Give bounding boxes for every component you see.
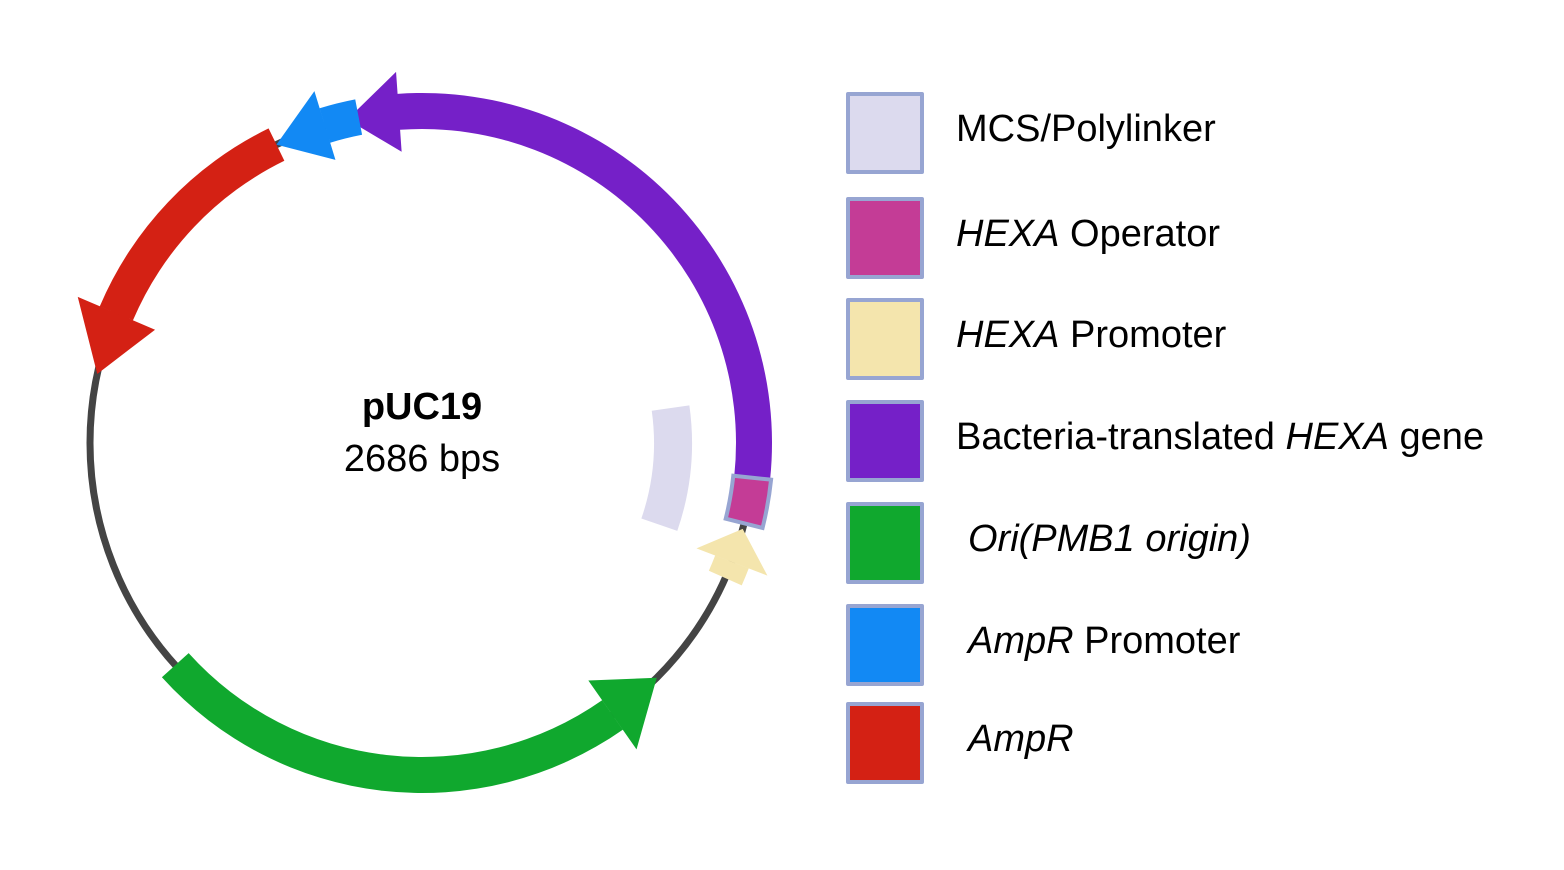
legend-swatch bbox=[846, 502, 924, 584]
feature-hexa-gene-arrow bbox=[347, 71, 772, 480]
feature-hexa-promoter-arrow bbox=[696, 528, 768, 586]
feature-ori-arrow bbox=[161, 653, 657, 793]
legend-item-ampr: AmpR bbox=[846, 702, 1546, 784]
legend-item-hexa-operator: HEXA Operator bbox=[846, 197, 1546, 279]
feature-ampr-promoter-arrow bbox=[276, 91, 363, 160]
legend-label: AmpR bbox=[968, 718, 1074, 760]
legend-swatch bbox=[846, 92, 924, 174]
plasmid-name: pUC19 bbox=[361, 386, 483, 428]
legend-swatch bbox=[846, 197, 924, 279]
legend-swatch bbox=[846, 400, 924, 482]
feature-hexa-operator bbox=[723, 473, 774, 531]
legend-label: MCS/Polylinker bbox=[956, 108, 1216, 150]
legend-swatch bbox=[846, 702, 924, 784]
legend-label: AmpR Promoter bbox=[968, 620, 1241, 662]
legend-label: HEXA Promoter bbox=[956, 314, 1227, 356]
feature-ampr-arrow bbox=[77, 128, 285, 374]
feature-mcs bbox=[641, 405, 692, 531]
legend-item-hexa-promoter: HEXA Promoter bbox=[846, 298, 1546, 380]
legend-label: HEXA Operator bbox=[956, 213, 1221, 255]
legend-item-ori: Ori(PMB1 origin) bbox=[846, 502, 1546, 584]
legend-swatch bbox=[846, 604, 924, 686]
legend-item-hexa-gene: Bacteria-translated HEXA gene bbox=[846, 400, 1546, 482]
legend-swatch bbox=[846, 298, 924, 380]
legend-item-ampr-promoter: AmpR Promoter bbox=[846, 604, 1546, 686]
legend-label: Ori(PMB1 origin) bbox=[968, 518, 1251, 560]
plasmid-size: 2686 bps bbox=[343, 438, 501, 480]
legend-item-mcs: MCS/Polylinker bbox=[846, 92, 1546, 174]
legend-label: Bacteria-translated HEXA gene bbox=[956, 416, 1485, 458]
